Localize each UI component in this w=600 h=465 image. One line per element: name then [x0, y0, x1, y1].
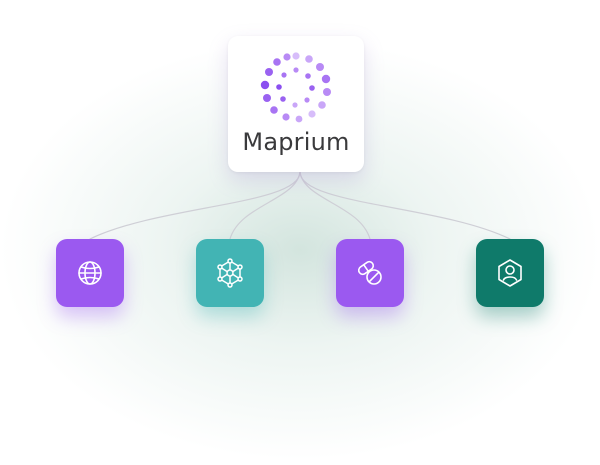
- globe-icon: [78, 261, 102, 285]
- network-nodes-icon: [217, 258, 243, 288]
- user-tile[interactable]: [476, 239, 544, 307]
- pills-tile[interactable]: [336, 239, 404, 307]
- pills-icon: [357, 260, 382, 285]
- connector-network: [229, 171, 301, 240]
- connector-globe: [89, 171, 301, 240]
- user-hexagon-icon: [498, 259, 522, 287]
- brand-name: Maprium: [242, 128, 350, 156]
- connector-user: [299, 171, 511, 240]
- globe-tile[interactable]: [56, 239, 124, 307]
- brand-logo-card[interactable]: Maprium: [228, 36, 364, 172]
- network-tile[interactable]: [196, 239, 264, 307]
- dotted-ring-logo-icon: [260, 52, 331, 123]
- connector-pills: [299, 171, 371, 240]
